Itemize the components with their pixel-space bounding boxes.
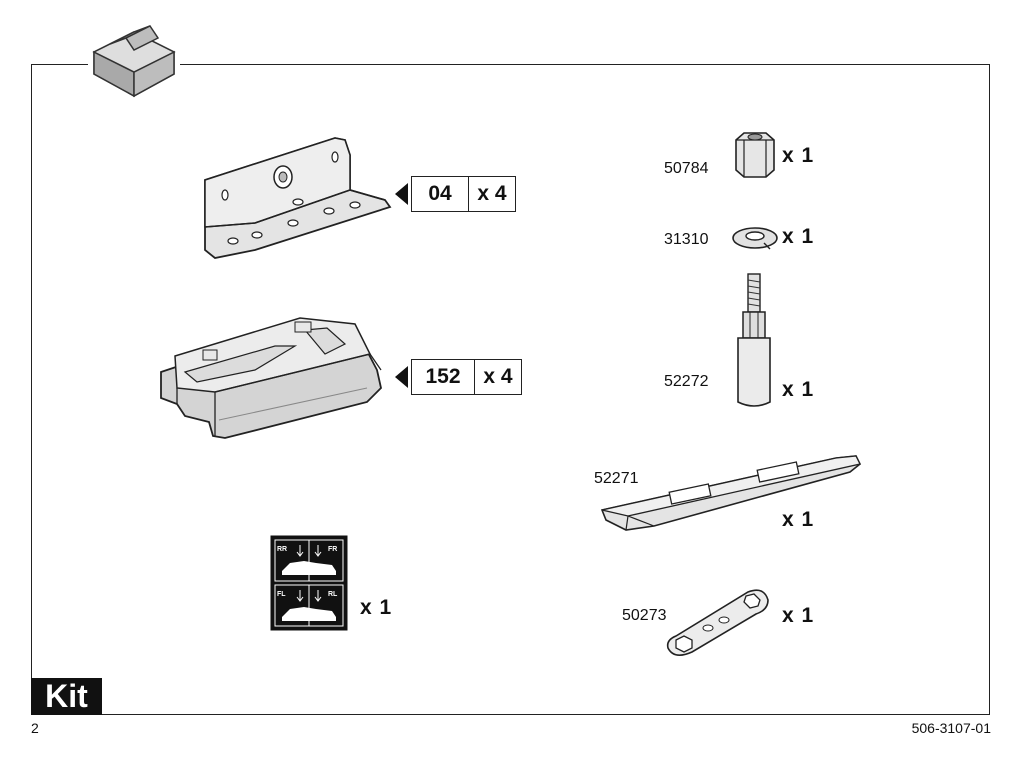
kit-label: Kit	[31, 678, 102, 715]
sticker-icon: RR FR FL RL	[270, 535, 348, 631]
part-number-52271: 52271	[594, 470, 639, 487]
part-number-50273: 50273	[622, 607, 667, 624]
callout-bracket: 04 x 4	[395, 176, 516, 212]
nut-icon	[735, 132, 775, 178]
callout-box: 04 x 4	[411, 176, 516, 212]
bolt-spacer-icon	[737, 273, 771, 407]
callout-qty: x 4	[483, 365, 513, 388]
part-qty-31310: x 1	[782, 225, 815, 248]
sticker-label-fr: FR	[328, 546, 337, 553]
document-number: 506-3107-01	[911, 720, 991, 736]
pointer-arrow-icon	[395, 366, 408, 388]
wrench-icon	[666, 589, 769, 656]
page-frame	[31, 64, 990, 715]
part-number-31310: 31310	[664, 231, 709, 248]
part-qty-52272: x 1	[782, 378, 815, 401]
callout-foot-pad: 152 x 4	[395, 359, 522, 395]
part-qty-50273: x 1	[782, 604, 815, 627]
sticker-label-fl: FL	[277, 591, 286, 598]
part-qty-50784: x 1	[782, 144, 815, 167]
part-number-50784: 50784	[664, 160, 709, 177]
box-icon	[88, 24, 180, 104]
sticker-qty: x 1	[360, 596, 393, 619]
foot-pad-icon	[160, 317, 382, 439]
washer-icon	[732, 227, 778, 250]
part-number-52272: 52272	[664, 373, 709, 390]
bracket-icon	[204, 137, 392, 259]
page-number: 2	[31, 720, 39, 736]
callout-code: 04	[412, 177, 469, 211]
plate-icon	[600, 455, 862, 531]
part-qty-52271: x 1	[782, 508, 815, 531]
pointer-arrow-icon	[395, 183, 408, 205]
callout-box: 152 x 4	[411, 359, 522, 395]
sticker-label-rl: RL	[328, 591, 338, 598]
callout-code: 152	[412, 360, 475, 394]
sticker-label-rr: RR	[277, 546, 287, 553]
callout-qty: x 4	[477, 182, 507, 205]
